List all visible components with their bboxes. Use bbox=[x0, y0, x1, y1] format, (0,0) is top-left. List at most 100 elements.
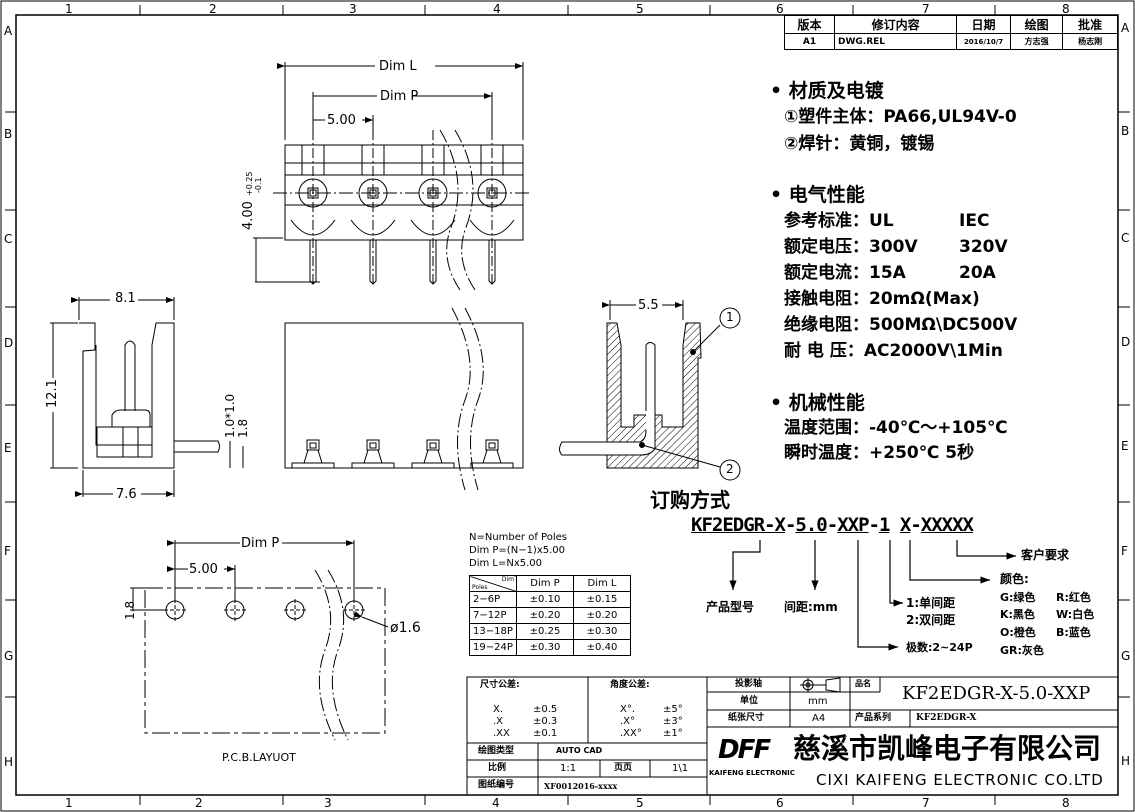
tol-val: ±0.1 bbox=[533, 728, 558, 739]
title-block-lines bbox=[466, 676, 1119, 796]
callout-2: 2 bbox=[726, 462, 734, 476]
pcb-title: P.C.B.LAYUOT bbox=[222, 751, 296, 764]
col-label: 4 bbox=[492, 796, 500, 810]
company-name-cn: 慈溪市凯峰电子有限公司 bbox=[793, 732, 1102, 765]
company-logo-sub: KAIFENG ELECTRONIC bbox=[709, 769, 795, 777]
revision-table: 版本 修订内容 日期 绘图 批准 A1 DWG.REL 2016/10/7 方志… bbox=[783, 15, 1118, 50]
rev-header: 修订内容 bbox=[834, 15, 958, 34]
col-label: 5 bbox=[636, 796, 644, 810]
cell: ±0.30 bbox=[573, 623, 631, 640]
revision-row: A1 DWG.REL 2016/10/7 方志强 杨志刚 bbox=[783, 33, 1118, 50]
front-pin bbox=[290, 130, 336, 285]
pcb-hole bbox=[224, 599, 246, 621]
top-pin bbox=[470, 439, 514, 469]
color-option: K:黑色 bbox=[1000, 608, 1035, 621]
row-label: A bbox=[1121, 21, 1130, 35]
pcb-hole bbox=[164, 599, 186, 621]
pole-tolerance-table: Dim Poles Dim P Dim L 2−6P±0.10±0.15 7−1… bbox=[469, 575, 631, 656]
inner-frame bbox=[15, 14, 1119, 796]
name-label: 品名 bbox=[855, 679, 871, 688]
top-pin bbox=[411, 439, 455, 469]
top-pin bbox=[291, 439, 335, 469]
tol-val: ±3° bbox=[663, 716, 683, 727]
tol-val: ±5° bbox=[663, 704, 683, 715]
row-label: D bbox=[1121, 335, 1131, 349]
page-label: 页页 bbox=[614, 763, 633, 773]
ordering-title: 订购方式 bbox=[650, 488, 730, 512]
material-item: ②焊针：黄铜，镀锡 bbox=[784, 134, 935, 154]
electrical-item: 耐 电 压：AC2000V\1Min bbox=[784, 341, 1003, 361]
ordering-arrows bbox=[729, 540, 1016, 651]
rev-drawer: 方志强 bbox=[1009, 33, 1064, 50]
tol-val: ±0.3 bbox=[533, 716, 558, 727]
height-label: 4.00 bbox=[241, 201, 256, 230]
electrical-item: 接触电阻：20mΩ(Max) bbox=[784, 289, 980, 309]
cell: ±0.20 bbox=[573, 607, 631, 624]
row-label: B bbox=[4, 127, 13, 141]
cell: ±0.25 bbox=[516, 623, 574, 640]
front-view bbox=[253, 62, 530, 291]
rev-header: 批准 bbox=[1062, 15, 1118, 34]
label-spacing-2: 2:双间距 bbox=[906, 613, 956, 627]
electrical-title: 电气性能 bbox=[788, 184, 865, 206]
rev-header: 日期 bbox=[956, 15, 1011, 34]
pcb-dim-p-label: Dim P bbox=[241, 536, 280, 551]
tol-key: .X° bbox=[620, 716, 636, 727]
company-logo: DFF bbox=[718, 735, 771, 765]
cell: ±0.30 bbox=[516, 639, 574, 656]
ordering-code: KF2EDGR-X-5.0-XXP-1 X-XXXXX bbox=[691, 514, 974, 536]
pcb-hole-label: ø1.6 bbox=[390, 620, 421, 636]
table-row: 13−18P±0.25±0.30 bbox=[469, 623, 631, 640]
note-line: Dim L=Nx5.00 bbox=[469, 558, 543, 569]
note-line: N=Number of Poles bbox=[469, 532, 567, 543]
top-view bbox=[284, 307, 524, 491]
table-row: 19−24P±0.30±0.40 bbox=[469, 639, 631, 656]
pin-offset-label: 1.8 bbox=[236, 418, 250, 438]
col-header: Dim P bbox=[516, 575, 574, 592]
pcb-offset-label: 1.8 bbox=[123, 600, 137, 620]
row-label: D bbox=[4, 336, 14, 350]
col-label: 4 bbox=[493, 2, 501, 16]
unit-label: 单位 bbox=[740, 696, 759, 706]
corner-top: Dim bbox=[501, 576, 514, 583]
col-label: 1 bbox=[65, 796, 73, 810]
pcb-hole bbox=[284, 599, 306, 621]
tol-key: .X bbox=[493, 716, 504, 727]
linear-tol-title: 尺寸公差: bbox=[480, 680, 520, 690]
col-label: 7 bbox=[922, 2, 930, 16]
tol-key: X°. bbox=[620, 704, 636, 715]
material-title: 材质及电镀 bbox=[788, 80, 884, 102]
label-model: 产品型号 bbox=[706, 600, 755, 614]
pcb-hole bbox=[343, 599, 365, 621]
angle-tol-title: 角度公差: bbox=[610, 680, 650, 690]
width-bottom-label: 7.6 bbox=[116, 487, 137, 502]
cell: ±0.40 bbox=[573, 639, 631, 656]
color-option: O:橙色 bbox=[1000, 626, 1036, 639]
electrical-item: 绝缘电阻：500MΩ\DC500V bbox=[784, 315, 1018, 335]
row-label: G bbox=[1121, 649, 1131, 663]
pitch-label: 5.00 bbox=[327, 113, 356, 128]
pcb-pitch-label: 5.00 bbox=[189, 562, 218, 577]
product-name: KF2EDGR-X-5.0-XXP bbox=[902, 683, 1091, 704]
tol-key: .XX° bbox=[620, 728, 642, 739]
width-top-label: 8.1 bbox=[115, 291, 136, 306]
row-label: G bbox=[4, 649, 14, 663]
page-value: 1\1 bbox=[672, 763, 689, 774]
rev-approver: 杨志刚 bbox=[1062, 33, 1118, 50]
rev-header: 版本 bbox=[783, 15, 836, 34]
col-label: 2 bbox=[209, 2, 217, 16]
pcb-layout-view bbox=[130, 540, 389, 741]
rev-version: A1 bbox=[783, 33, 836, 50]
tol-val: ±0.5 bbox=[533, 704, 558, 715]
paper-value: A4 bbox=[812, 713, 826, 724]
software-value: AUTO CAD bbox=[556, 746, 603, 755]
row-label: C bbox=[1121, 231, 1130, 245]
col-label: 6 bbox=[776, 796, 784, 810]
row-label: C bbox=[4, 232, 13, 246]
bullet-material: • 材质及电镀 bbox=[770, 80, 884, 102]
height-label: 12.1 bbox=[45, 379, 60, 408]
col-header: Dim L bbox=[573, 575, 631, 592]
